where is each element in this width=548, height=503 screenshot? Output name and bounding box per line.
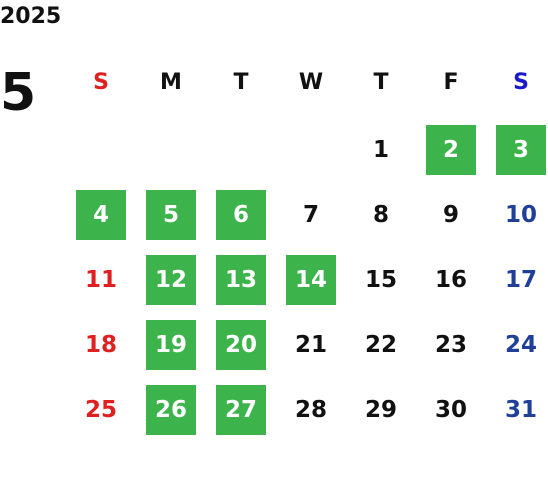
day-cell: 15 [364, 267, 397, 293]
day-cell: 21 [294, 332, 327, 358]
day-cell: 18 [84, 332, 117, 358]
highlighted-day-cell: 3 [496, 125, 546, 175]
day-cell: 29 [364, 397, 397, 423]
highlighted-day-cell: 12 [146, 255, 196, 305]
day-cell: 28 [294, 397, 327, 423]
day-cell: 7 [302, 202, 319, 228]
highlighted-day-cell: 13 [216, 255, 266, 305]
day-cell: 8 [372, 202, 389, 228]
day-cell: 31 [504, 397, 537, 423]
weekday-header: T [233, 69, 249, 95]
highlighted-day-cell: 19 [146, 320, 196, 370]
highlighted-day-cell: 5 [146, 190, 196, 240]
day-cell: 23 [434, 332, 467, 358]
weekday-header: T [373, 69, 389, 95]
day-cell: 22 [364, 332, 397, 358]
weekday-header: F [443, 69, 459, 95]
highlighted-day-cell: 14 [286, 255, 336, 305]
highlighted-day-cell: 20 [216, 320, 266, 370]
weekday-header: S [93, 69, 109, 95]
day-cell: 9 [442, 202, 459, 228]
weekday-header: M [160, 69, 182, 95]
highlighted-day-cell: 4 [76, 190, 126, 240]
highlighted-day-cell: 26 [146, 385, 196, 435]
weekday-header: W [298, 69, 324, 95]
day-cell: 25 [84, 397, 117, 423]
highlighted-day-cell: 6 [216, 190, 266, 240]
day-cell: 24 [504, 332, 537, 358]
weekday-header: S [513, 69, 529, 95]
day-cell: 17 [504, 267, 537, 293]
month-label: 5 [0, 63, 37, 123]
highlighted-day-cell: 2 [426, 125, 476, 175]
day-cell: 11 [84, 267, 117, 293]
highlighted-day-cell: 27 [216, 385, 266, 435]
day-cell: 30 [434, 397, 467, 423]
year-label: 2025 [0, 4, 62, 29]
day-cell: 16 [434, 267, 467, 293]
day-cell: 1 [372, 137, 389, 163]
day-cell: 10 [504, 202, 537, 228]
